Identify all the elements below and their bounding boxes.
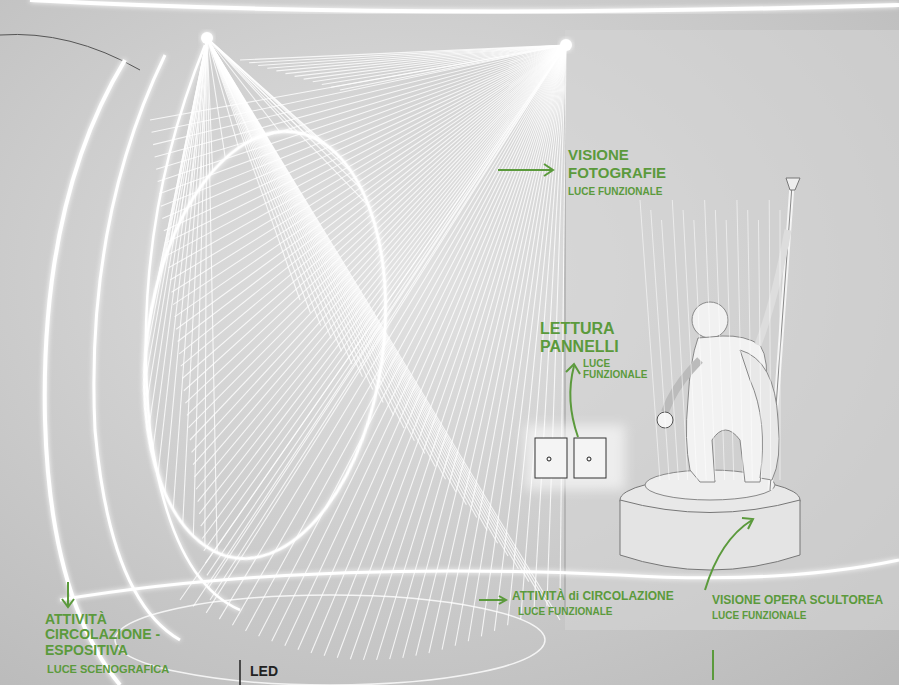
light-ray [324, 45, 566, 656]
light-ray [170, 45, 566, 280]
light-ray [151, 38, 207, 313]
light-ray [390, 45, 566, 659]
light-ray [672, 200, 687, 480]
light-ray [737, 200, 743, 480]
wall-panel [565, 30, 899, 630]
annotation-label: LUCE FUNZIONALE [568, 186, 728, 197]
annotation-label: ATTIVITÀ CIRCOLAZIONE - ESPOSITIVA [45, 612, 175, 658]
light-ray [331, 45, 566, 87]
light-ray [199, 45, 566, 514]
wall-curves [45, 45, 899, 685]
light-ray [172, 45, 566, 292]
light-ray [232, 45, 566, 625]
light-ray [285, 45, 566, 74]
annotation-label: LUCE FUNZIONALE [583, 358, 663, 380]
panels [525, 425, 625, 490]
light-ray [259, 45, 566, 636]
light-ray [148, 38, 207, 433]
light-ray [780, 210, 781, 480]
annotation-arrows [62, 164, 753, 680]
light-ray [640, 200, 660, 480]
light-ray [164, 45, 566, 231]
light-ray [201, 38, 207, 187]
separator-line [239, 660, 241, 685]
light-ray [159, 45, 566, 194]
light-ray [210, 45, 566, 600]
light-ray [181, 45, 566, 366]
light-ray [204, 45, 566, 551]
annotation-label: LETTURA PANNELLI [540, 320, 635, 355]
light-ray [188, 45, 566, 428]
light-ray [168, 45, 566, 268]
light-ray [207, 38, 217, 553]
annotation-label: LED [250, 664, 310, 679]
light-ray [758, 220, 761, 480]
light-ray [651, 210, 669, 480]
light-ray [193, 45, 566, 606]
light-ray [156, 38, 207, 290]
spotlight [560, 39, 572, 51]
led-strip [30, 0, 899, 11]
light-ray [340, 45, 566, 90]
light-rays [144, 38, 566, 660]
light-ray [145, 38, 207, 410]
light-ray [152, 38, 207, 454]
light-ray [298, 45, 566, 650]
light-ray [748, 210, 753, 480]
light-ray [219, 45, 566, 619]
light-ray [195, 45, 566, 477]
light-ray [337, 45, 566, 658]
light-ray [185, 45, 566, 403]
light-ray [705, 200, 716, 480]
statue-light-rays [640, 200, 780, 480]
light-ray [272, 45, 566, 641]
light-ray [202, 45, 566, 538]
annotation-label: LUCE FUNZIONALE [712, 610, 892, 621]
light-ray [165, 38, 207, 493]
light-ray [304, 45, 566, 79]
light-ray [377, 45, 566, 660]
light-ray [350, 45, 566, 659]
annotation-label: VISIONE FOTOGRAFIE [568, 146, 678, 182]
light-ray [694, 220, 706, 480]
light-ray [363, 45, 566, 660]
annotation-label: LUCE FUNZIONALE [518, 606, 698, 617]
ceiling-edge [0, 34, 140, 70]
light-ray [715, 210, 724, 480]
annotation-label: ATTIVITÀ di CIRCOLAZIONE [512, 590, 742, 603]
light-ray [285, 45, 566, 646]
light-ray [769, 200, 771, 480]
light-ray [726, 220, 734, 480]
light-ray [313, 45, 566, 82]
annotation-label: LUCE SCENOGRAFICA [47, 663, 227, 675]
light-ray [196, 45, 566, 489]
light-ray [179, 38, 207, 223]
light-ray [322, 45, 566, 85]
annotation-label: VISIONE OPERA SCULTOREA [712, 594, 899, 607]
light-ray [192, 45, 566, 452]
spotlight [201, 32, 213, 44]
light-ray [162, 38, 207, 266]
light-ray [175, 45, 566, 317]
